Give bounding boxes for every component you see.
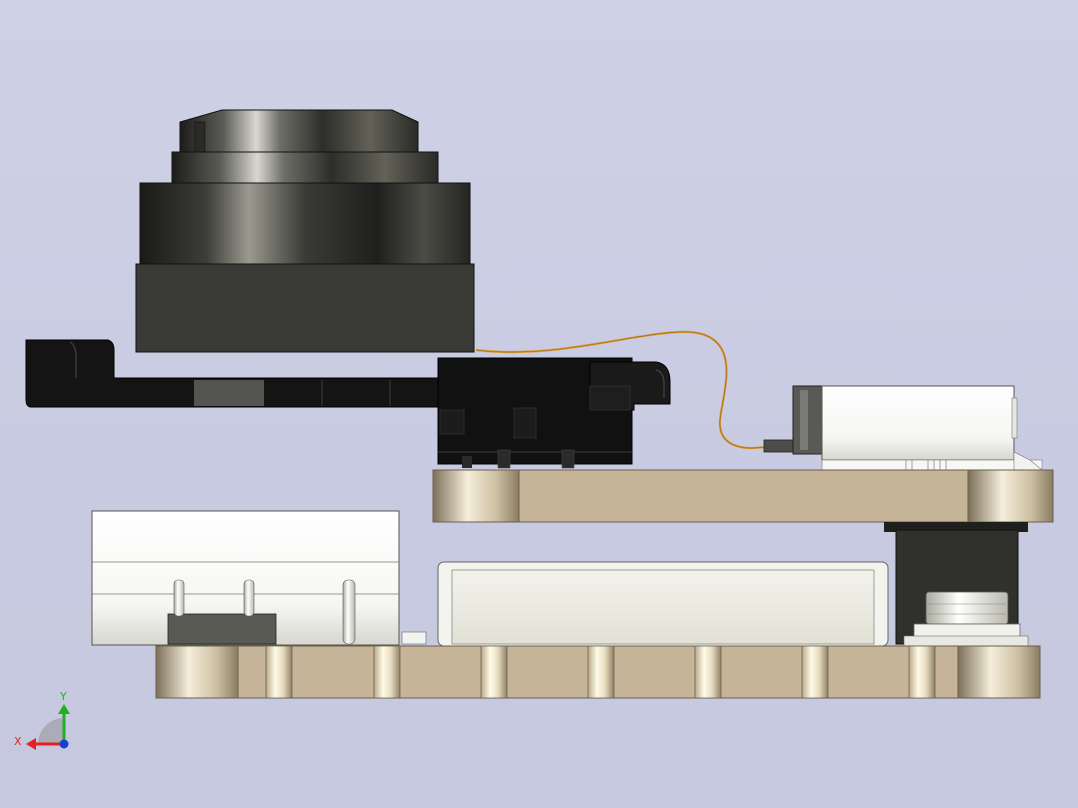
- base-pin-6: [801, 645, 829, 699]
- upper-plate-left-cap: [432, 469, 520, 523]
- upper-plate: [432, 469, 1054, 523]
- x-axis-label: X: [14, 735, 22, 748]
- cylinder-cap: [179, 109, 419, 153]
- base-pin-7: [908, 645, 936, 699]
- motor-mount: [884, 522, 1029, 647]
- y-axis-label: Y: [59, 690, 67, 703]
- terminal-base: [167, 613, 277, 645]
- lower-left-block: [91, 510, 427, 646]
- terminal-pin-3: [342, 579, 356, 645]
- upper-plate-right-cap: [967, 469, 1054, 523]
- terminal-pin-2: [243, 579, 255, 617]
- connector-box: [821, 385, 1015, 461]
- base-pin-4: [587, 645, 615, 699]
- cylinder-upper-ring: [171, 151, 439, 185]
- base-pin-2: [373, 645, 401, 699]
- coordinate-triad[interactable]: Y X: [14, 690, 70, 750]
- arm-highlight-segment: [194, 380, 264, 406]
- motor-fitting: [925, 591, 1009, 625]
- base-pin-5: [694, 645, 722, 699]
- cylinder-cap-notch: [194, 121, 206, 153]
- actuator-bracket: [437, 357, 671, 469]
- terminal-pin-1: [173, 579, 185, 617]
- base-plate: [155, 645, 1041, 699]
- z-axis-dot: [59, 739, 69, 749]
- cylinder-base-housing: [135, 263, 475, 353]
- base-pin-3: [480, 645, 508, 699]
- base-right-cap: [957, 645, 1041, 699]
- cylinder-body: [139, 182, 471, 266]
- base-left-cap: [155, 645, 239, 699]
- connector-module: [763, 385, 1043, 471]
- top-cylinder-assembly: [135, 109, 475, 353]
- connector-plug: [763, 439, 797, 453]
- lower-center-box: [437, 561, 889, 647]
- base-pin-1: [265, 645, 293, 699]
